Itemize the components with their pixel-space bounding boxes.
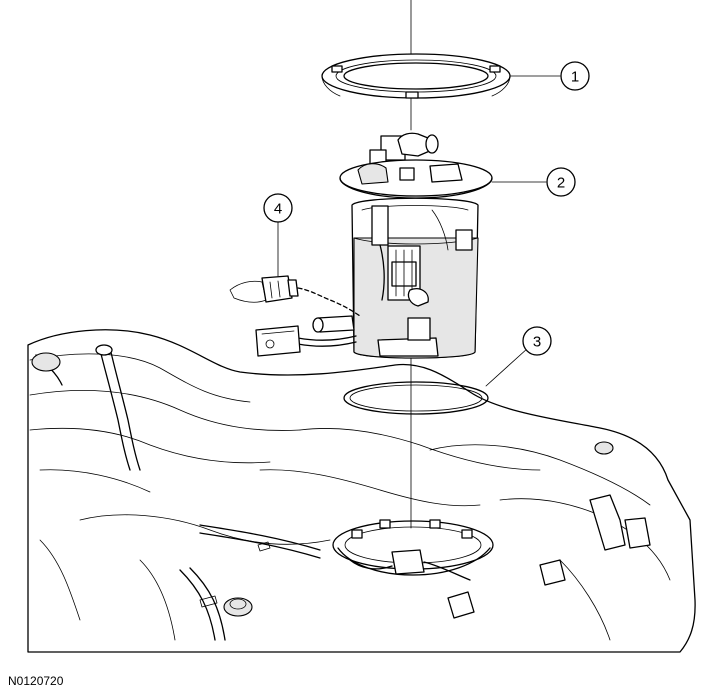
electrical-connector: [229, 275, 361, 317]
callout-4: 4: [263, 193, 293, 223]
fuel-tank: [27, 329, 696, 653]
callout-number: 3: [533, 334, 541, 351]
callout-number: 2: [557, 175, 565, 192]
callout-1: 1: [560, 61, 590, 91]
gasket-seal: [343, 381, 489, 415]
leader-line-3: [485, 347, 529, 387]
callout-number: 1: [571, 69, 579, 86]
callout-number: 4: [274, 201, 282, 218]
figure-id-label: N0120720: [8, 674, 64, 688]
lock-ring: [321, 53, 511, 99]
callout-2: 2: [546, 167, 576, 197]
callout-3: 3: [522, 326, 552, 356]
fuel-pump-module: [255, 132, 493, 359]
